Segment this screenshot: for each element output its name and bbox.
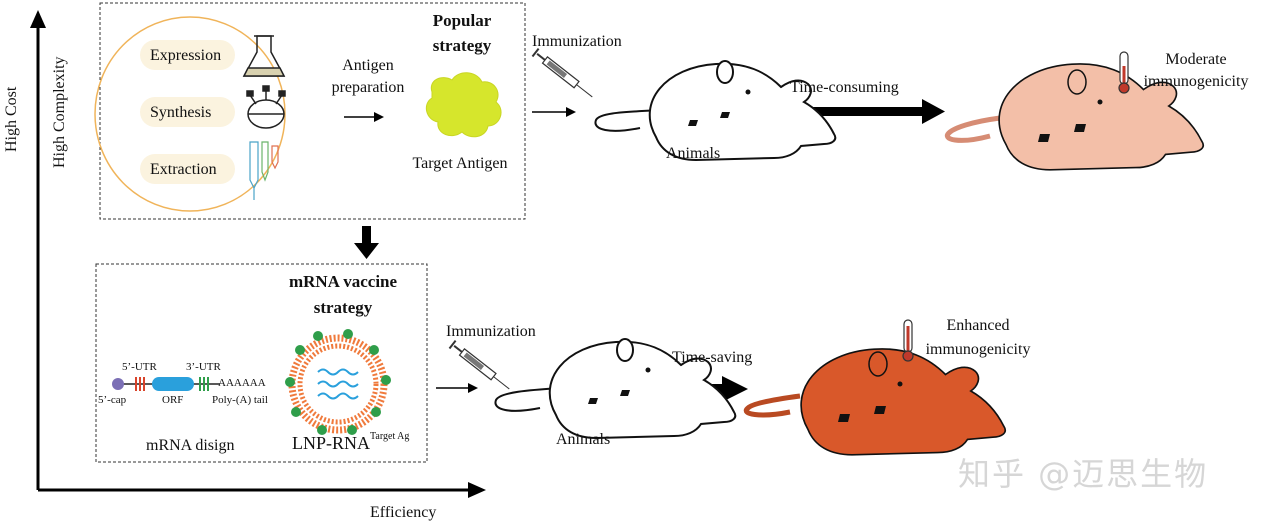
lnp-rna-label: LNP-RNATarget Ag [292,431,410,453]
columns-icon [249,141,279,200]
syringe-icon-bottom [448,340,510,390]
moderate-label-line2: immunogenicity [1143,73,1249,90]
syringe-icon-top [531,48,593,98]
x-axis-label: Efficiency [370,504,437,521]
popular-title-line1: Popular [432,11,492,30]
popular-title-line2: strategy [432,36,492,55]
antigen-prep-line1: Antigen [342,57,394,74]
mrna-title-line1: mRNA vaccine [288,272,398,291]
target-antigen-label: Target Antigen [412,155,508,172]
animals-label-bottom: Animals [556,431,611,448]
enhanced-label-line2: immunogenicity [925,341,1031,358]
immunization-label-top: Immunization [532,33,622,50]
axes [30,10,486,498]
utr3-label: 3’-UTR [186,361,221,373]
time-saving-label: Time-saving [672,349,753,366]
thermometer-icon-enhanced [902,319,914,362]
mouse-white-top [594,60,837,161]
lnp-rna-main: LNP-RNA [292,433,371,453]
flask-icon [242,35,286,77]
round-flask-icon [246,85,286,129]
thermometer-icon-moderate [1118,51,1130,94]
mouse-orange-enhanced [743,348,1007,456]
watermark: 知乎 @迈思生物 [958,455,1209,493]
method-synthesis: Synthesis [150,104,212,121]
y-axis-label-complexity: High Complexity [51,56,68,168]
lnp-particle [285,329,391,435]
mrna-strategy-box [95,263,428,463]
y-axis-label-cost: High Cost [3,86,20,152]
method-extraction: Extraction [150,161,217,178]
target-antigen-blob [425,72,502,138]
animals-label-top: Animals [666,145,721,162]
enhanced-label-line1: Enhanced [946,317,1010,334]
mouse-pink-moderate [945,63,1205,171]
time-consuming-arrow [775,99,945,124]
mrna-title-line2: strategy [313,298,373,317]
tail-label: Poly-(A) tail [212,394,268,406]
popular-strategy-box [99,2,526,220]
time-consuming-label: Time-consuming [790,79,899,96]
mouse-white-bottom [494,338,737,439]
method-expression: Expression [150,47,222,64]
cap-label: 5’-cap [98,394,127,406]
lnp-rna-superscript: Target Ag [370,431,410,442]
down-arrow [354,226,379,259]
moderate-label-line1: Moderate [1165,51,1227,68]
orf-label: ORF [162,394,184,406]
mrna-design-label: mRNA disign [146,437,235,454]
methods-circle [94,16,286,212]
utr5-label: 5’-UTR [122,361,157,373]
mrna-construct [112,377,220,391]
immunization-label-bottom: Immunization [446,323,536,340]
antigen-prep-line2: preparation [331,79,405,96]
polya-label: AAAAAA [218,377,266,389]
